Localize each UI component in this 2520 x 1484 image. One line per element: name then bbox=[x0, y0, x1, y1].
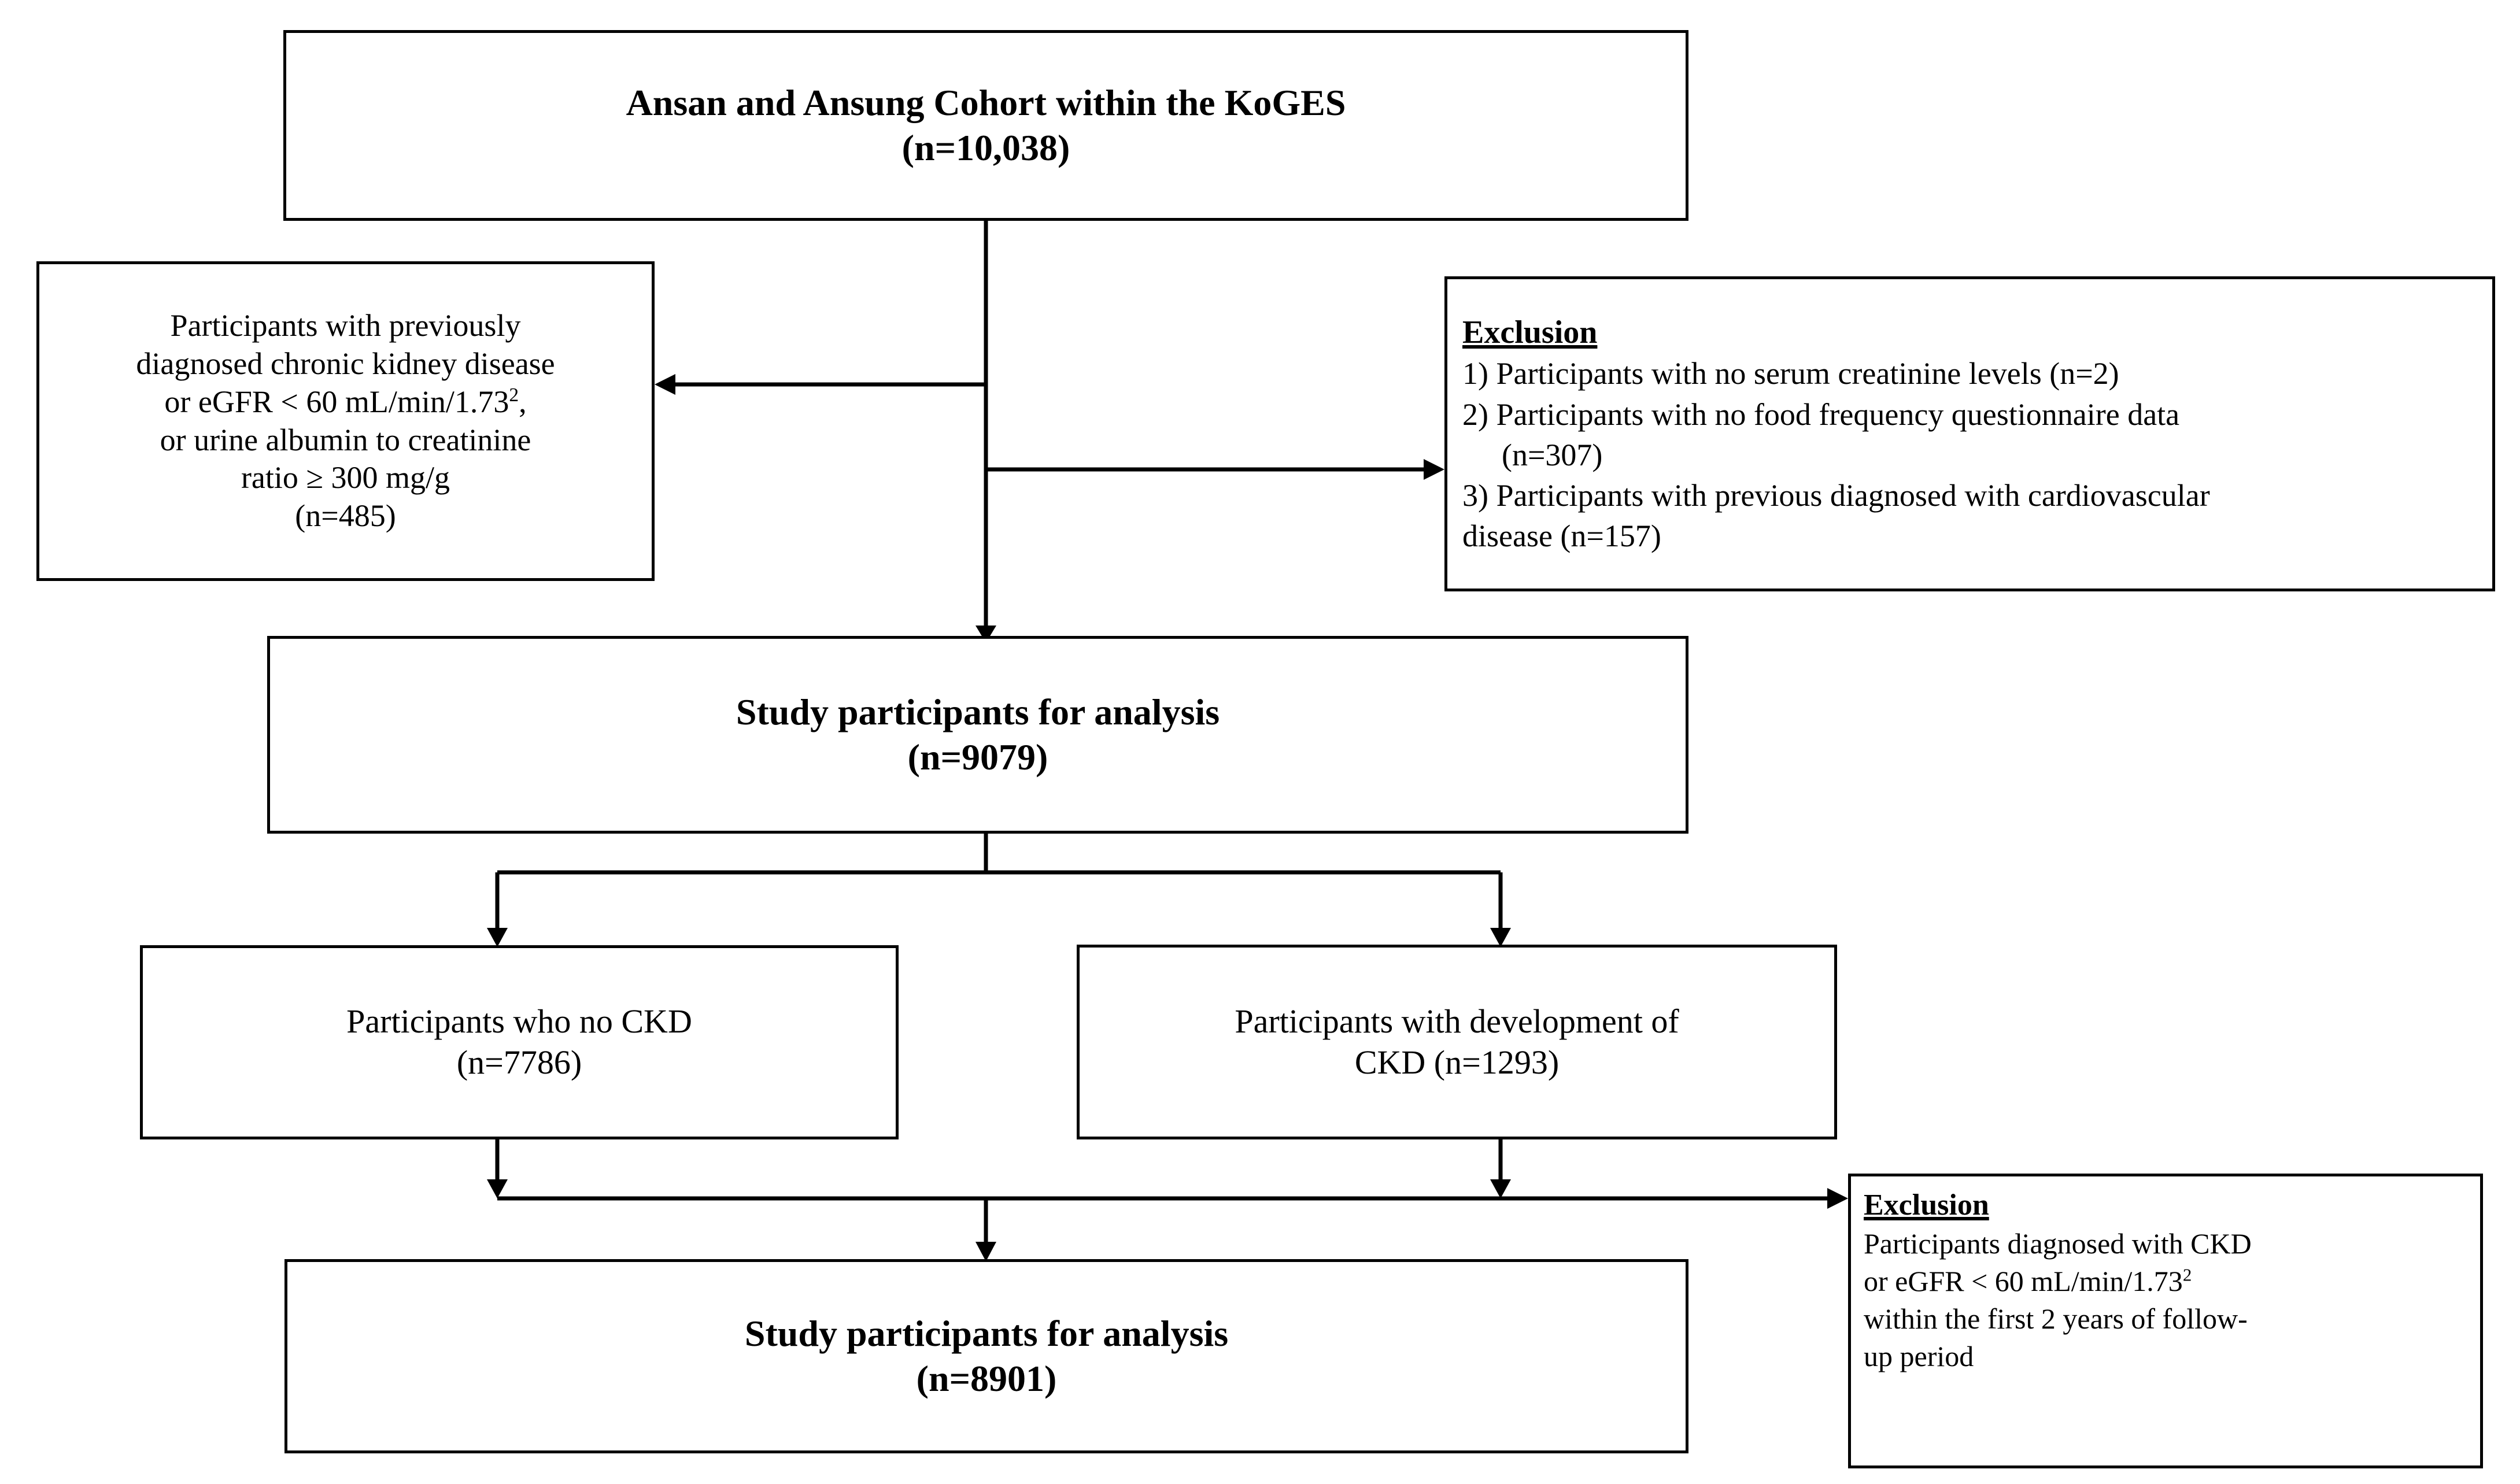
exclusion-bottom-line4: up period bbox=[1864, 1339, 1974, 1372]
node-analysis-final: Study participants for analysis (n=8901) bbox=[284, 1259, 1688, 1453]
ckd-development-line2: CKD (n=1293) bbox=[1354, 1043, 1560, 1081]
exclusion-bottom-line2-superscript: 2 bbox=[2182, 1264, 2192, 1285]
node-analysis-first: Study participants for analysis (n=9079) bbox=[267, 636, 1688, 834]
no-ckd-title: Participants who no CKD bbox=[346, 1002, 692, 1041]
arrowhead-merge-left bbox=[487, 1179, 508, 1198]
exclusion-top-item-3: 3) Participants with previous diagnosed … bbox=[1462, 478, 2210, 513]
no-ckd-count: (n=7786) bbox=[456, 1043, 582, 1081]
node-no-ckd: Participants who no CKD (n=7786) bbox=[140, 945, 899, 1139]
exclusion-bottom-line2-text: or eGFR < 60 mL/min/1.73 bbox=[1864, 1264, 2183, 1297]
excluded-baseline-line3: or eGFR < 60 mL/min/1.732, bbox=[59, 383, 632, 421]
exclusion-bottom-line1: Participants diagnosed with CKD bbox=[1864, 1227, 2252, 1260]
arrowhead-analysis-final bbox=[976, 1242, 996, 1261]
arrowhead-no-ckd bbox=[487, 928, 508, 947]
ckd-development-line1: Participants with development of bbox=[1235, 1002, 1679, 1040]
excluded-baseline-line3-tail: , bbox=[519, 384, 527, 419]
exclusion-bottom-line3: within the first 2 years of follow- bbox=[1864, 1302, 2248, 1335]
analysis-first-count: (n=9079) bbox=[907, 737, 1048, 778]
exclusion-bottom-heading: Exclusion bbox=[1864, 1189, 1989, 1222]
excluded-baseline-count: (n=485) bbox=[295, 498, 396, 534]
excluded-baseline-line3-text: or eGFR < 60 mL/min/1.73 bbox=[164, 384, 509, 419]
analysis-first-title: Study participants for analysis bbox=[736, 691, 1220, 732]
excluded-baseline-line1: Participants with previously bbox=[170, 308, 521, 343]
excluded-baseline-line5: ratio ≥ 300 mg/g bbox=[241, 460, 450, 495]
analysis-final-title: Study participants for analysis bbox=[744, 1312, 1229, 1354]
exclusion-top-heading: Exclusion bbox=[1462, 314, 1598, 350]
exclusion-top-item-1: 1) Participants with no serum creatinine… bbox=[1462, 356, 2119, 391]
exclusion-top-item-3-continuation: disease (n=157) bbox=[1462, 519, 1661, 554]
node-excluded-baseline: Participants with previously diagnosed c… bbox=[36, 261, 655, 581]
exclusion-top-item-2: 2) Participants with no food frequency q… bbox=[1462, 397, 2180, 432]
node-ckd-development: Participants with development of CKD (n=… bbox=[1077, 945, 1837, 1139]
cohort-title: Ansan and Ansung Cohort within the KoGES bbox=[626, 82, 1346, 123]
excluded-baseline-line2: diagnosed chronic kidney disease bbox=[136, 346, 555, 381]
arrowhead-merge-right bbox=[1490, 1179, 1511, 1198]
node-cohort: Ansan and Ansung Cohort within the KoGES… bbox=[283, 30, 1688, 221]
analysis-final-count: (n=8901) bbox=[916, 1358, 1057, 1399]
arrowhead-excluded-baseline bbox=[655, 374, 675, 395]
exclusion-top-item-2-continuation: (n=307) bbox=[1502, 437, 1603, 472]
arrowhead-exclusion-top bbox=[1424, 459, 1444, 480]
node-exclusion-top: Exclusion 1) Participants with no serum … bbox=[1444, 276, 2495, 591]
excluded-baseline-line4: or urine albumin to creatinine bbox=[160, 422, 531, 457]
exclusion-bottom-line2: or eGFR < 60 mL/min/1.732 bbox=[1864, 1263, 2472, 1300]
excluded-baseline-line3-superscript: 2 bbox=[509, 384, 519, 406]
arrowhead-exclusion-bottom bbox=[1827, 1188, 1848, 1209]
cohort-count: (n=10,038) bbox=[901, 127, 1070, 168]
node-exclusion-bottom: Exclusion Participants diagnosed with CK… bbox=[1848, 1174, 2483, 1468]
